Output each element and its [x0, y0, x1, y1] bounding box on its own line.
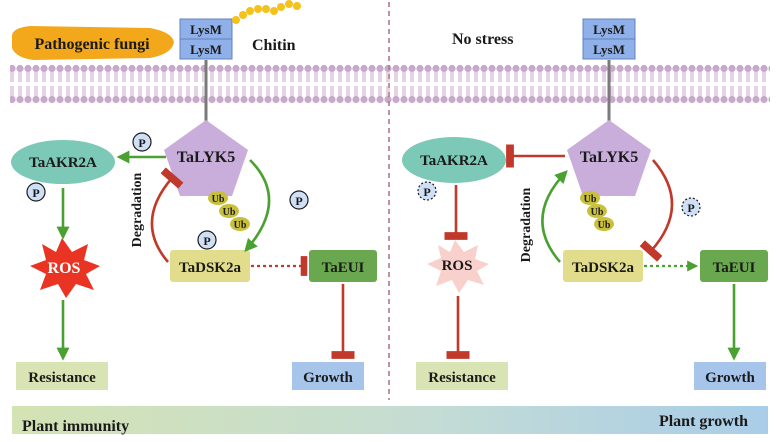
no-stress-label: No stress [452, 31, 513, 48]
plant-growth-label: Plant growth [659, 413, 748, 430]
taakr2a-node [402, 137, 506, 183]
ros-burst-faded [427, 240, 489, 293]
phospho-badge-dashed: P [417, 181, 437, 201]
chitin-label: Chitin [252, 37, 296, 54]
phospho-badge: P [197, 230, 217, 250]
ros-label: ROS [442, 258, 473, 274]
lysm-label-top: LysM [190, 22, 222, 37]
phospho-label: P [203, 234, 210, 248]
lysm-domain-bottom [582, 38, 636, 60]
degradation-label: Degradation [130, 172, 145, 247]
growth-label: Growth [303, 370, 353, 386]
left-panel: Pathogenic fungi LysM LysM Chitin TaLYK5… [11, 0, 377, 390]
phospho-label: P [138, 136, 145, 150]
lysm-domain-bottom [179, 38, 233, 60]
phospho-badge: P [289, 190, 309, 210]
resistance-box [416, 362, 508, 390]
taeui-label: TaEUI [713, 260, 756, 276]
resistance-box [16, 362, 108, 390]
talyk5-label: TaLYK5 [580, 149, 638, 166]
talyk5-node [567, 120, 651, 196]
taeui-node [700, 250, 768, 282]
resistance-label: Resistance [428, 370, 496, 386]
taakr2a-label: TaAKR2A [29, 155, 97, 171]
plasma-membrane [10, 64, 770, 104]
tadsk2a-node [563, 250, 643, 282]
taakr2a-node [11, 140, 115, 184]
ubiquitin-cluster: Ub Ub Ub [208, 191, 250, 231]
right-panel: No stress LysM LysM TaLYK5 Ub Ub Ub TaAK… [402, 18, 768, 390]
pathogen-label: Pathogenic fungi [34, 36, 150, 53]
ub-label: Ub [212, 194, 225, 205]
growth-box [694, 362, 766, 390]
taeui-node [309, 250, 377, 282]
degradation-label: Degradation [519, 187, 534, 262]
growth-label: Growth [705, 370, 755, 386]
edge-tadsk2a-degrades-talyk5 [150, 167, 184, 263]
ros-burst [30, 238, 100, 298]
edge-tadsk2a-promotes-talyk5 [541, 170, 568, 263]
edge-talyk5-to-tadsk2a [244, 159, 271, 252]
lysm-label-top: LysM [593, 22, 625, 37]
phospho-label: P [32, 186, 39, 200]
growth-box [292, 362, 364, 390]
ub-label: Ub [223, 207, 236, 218]
ub-label: Ub [584, 194, 597, 205]
talyk5-label: TaLYK5 [177, 149, 235, 166]
ros-label: ROS [48, 260, 81, 277]
talyk5-node [164, 120, 248, 196]
tadsk2a-label: TaDSK2a [572, 260, 634, 276]
lysm-label-bottom: LysM [593, 42, 625, 57]
resistance-label: Resistance [28, 370, 96, 386]
edge-talyk5-inhibits-tadsk2a [639, 159, 674, 262]
ub-label: Ub [234, 220, 247, 231]
lysm-label-bottom: LysM [190, 42, 222, 57]
plant-immunity-label: Plant immunity [22, 418, 129, 435]
phospho-badge: P [26, 182, 46, 202]
immunity-growth-gradient-bar [12, 406, 768, 434]
phospho-label: P [295, 194, 302, 208]
ubiquitin-cluster: Ub Ub Ub [580, 191, 614, 231]
ub-label: Ub [591, 207, 604, 218]
phospho-label: P [423, 185, 430, 199]
tadsk2a-node [170, 250, 250, 282]
chitin-chain [232, 0, 301, 24]
tadsk2a-label: TaDSK2a [179, 260, 241, 276]
phospho-label: P [687, 201, 694, 215]
phospho-badge-dashed: P [681, 197, 701, 217]
taakr2a-label: TaAKR2A [420, 153, 488, 169]
ub-label: Ub [598, 220, 611, 231]
taeui-label: TaEUI [322, 260, 365, 276]
phospho-badge: P [132, 132, 152, 152]
pathogenic-fungi-shape [12, 26, 174, 60]
